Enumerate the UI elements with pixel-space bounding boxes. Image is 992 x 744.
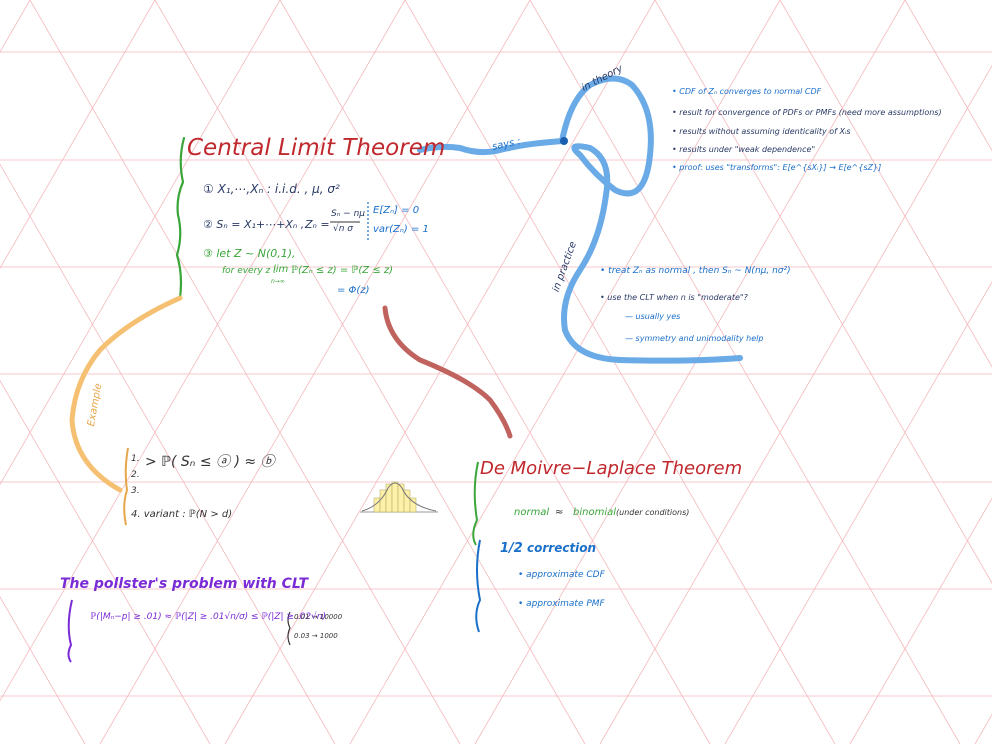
clt-lim-sub: n→∞: [271, 278, 285, 285]
example-expr: > ℙ( Sₙ ≤ ⓐ ) ≈ ⓑ: [145, 454, 275, 470]
clt-zn-numerator: Sₙ − nμ: [331, 209, 365, 219]
theory-item: • results under "weak dependence": [672, 145, 816, 154]
pollster-title: The pollster's problem with CLT: [60, 576, 309, 592]
clt-zn-label: Zₙ =: [305, 218, 330, 231]
pollster-brace: [287, 611, 291, 646]
clt-item-2: ② Sₙ = X₁+⋯+Xₙ ,: [203, 218, 305, 231]
practice-item: • treat Zₙ as normal , then Sₙ ~ N(nμ, n…: [600, 266, 791, 276]
dml-connector: [382, 305, 513, 439]
practice-item: • use the CLT when n is "moderate"?: [600, 293, 748, 302]
clt-item-1: ① X₁,⋯,Xₙ : i.i.d. , μ, σ²: [203, 182, 340, 196]
binomial-histogram-sketch: [360, 481, 438, 513]
clt-mean: E[Zₙ] = 0: [373, 205, 420, 216]
example-item-2: 2.: [131, 470, 140, 480]
examples-bracket: [123, 447, 129, 526]
clt-phi: = Φ(z): [337, 285, 370, 296]
dml-title: De Moivre−Laplace Theorem: [480, 458, 743, 479]
practice-item: — usually yes: [625, 312, 681, 321]
clt-bracket: [175, 136, 186, 300]
example-connector: [69, 295, 183, 493]
example-item-1: 1.: [131, 454, 140, 464]
clt-variance: var(Zₙ) = 1: [373, 224, 429, 235]
dml-bullet: • approximate PMF: [518, 599, 605, 609]
theory-item: • CDF of Zₙ converges to normal CDF: [672, 87, 822, 96]
clt-for-every: for every z :: [222, 266, 277, 276]
pollster-bracket: [67, 599, 73, 663]
theory-item: • result for convergence of PDFs or PMFs…: [672, 108, 942, 117]
practice-item: — symmetry and unimodality help: [625, 334, 764, 343]
dml-binomial: binomial: [573, 507, 617, 518]
dml-normal: normal: [514, 507, 550, 518]
dml-conditions: (under conditions): [616, 508, 690, 517]
dml-bullet: • approximate CDF: [518, 570, 605, 580]
example-item-4: 4. variant : ℙ(N > d): [131, 509, 233, 520]
clt-lim-expr: ℙ(Zₙ ≤ z) = ℙ(Z ≤ z): [291, 265, 394, 276]
half-correction-title: correction: [527, 541, 597, 555]
example-item-3: 3.: [131, 486, 140, 496]
pollster-expr: ℙ(|Mₙ−p| ≥ .01) ≈ ℙ(|Z| ≥ .01√n/σ) ≤ ℙ(|…: [90, 612, 326, 622]
pollster-result-1: 0.01 → 10000: [294, 613, 343, 621]
clt-zn-denominator: √n σ: [333, 224, 354, 234]
dml-bracket: [472, 461, 479, 546]
clt-lim: lim: [273, 264, 289, 275]
junction-dot: [560, 137, 568, 145]
says-connector: [417, 138, 565, 156]
theory-item: • results without assuming identicality …: [672, 127, 851, 136]
theory-item: • proof: uses "transforms": E[e^{sXᵢ}] →…: [672, 163, 882, 172]
correction-bracket: [475, 539, 482, 633]
pollster-result-2: 0.03 → 1000: [294, 632, 338, 640]
clt-title: Central Limit Theorem: [187, 135, 446, 161]
theory-practice-loop: [559, 75, 743, 364]
clt-item-3: ③ let Z ~ N(0,1),: [203, 247, 296, 260]
dml-approx: ≈: [555, 507, 564, 518]
half-prefix: 1/2: [500, 541, 523, 556]
